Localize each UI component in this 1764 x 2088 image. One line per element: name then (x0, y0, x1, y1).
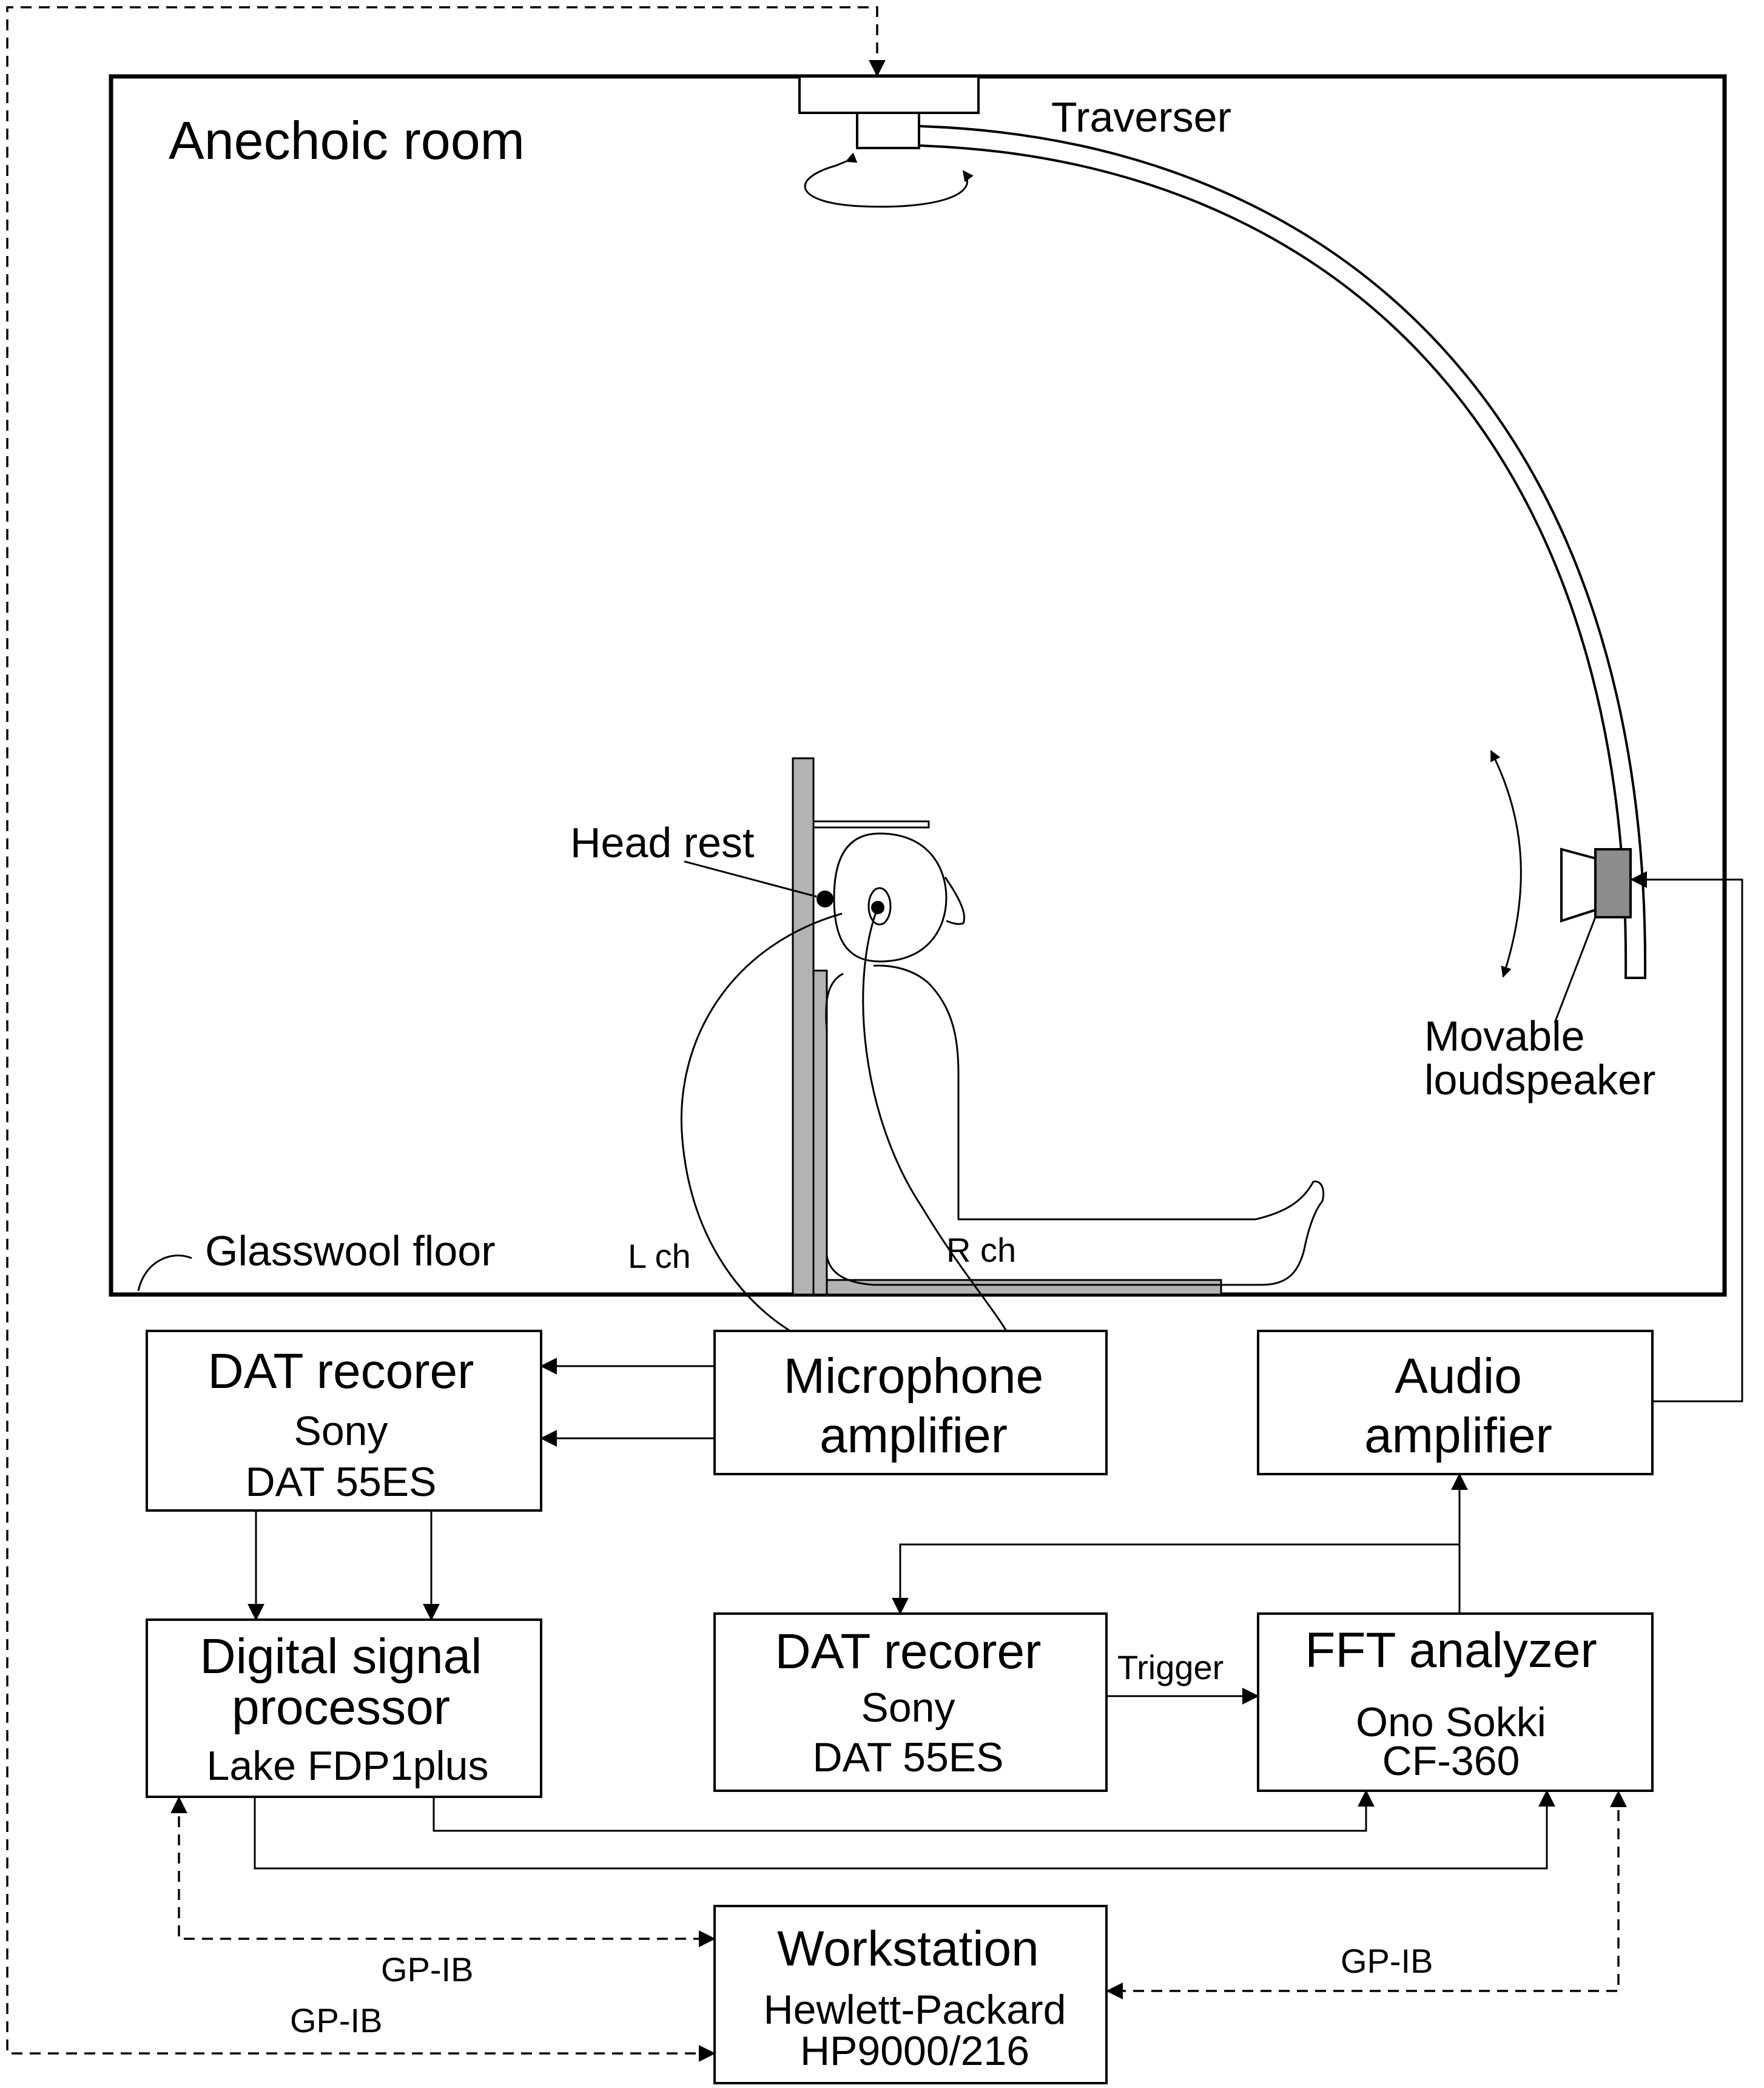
gpib-fft-label: GP-IB (1341, 1942, 1433, 1980)
trigger-label: Trigger (1117, 1648, 1224, 1686)
digital-signal-processor: Digital signal processor Lake FDP1plus (146, 1618, 542, 1798)
l-ch-label: L ch (628, 1237, 691, 1275)
glasswool-floor-leader (137, 1254, 192, 1292)
svg-text:Workstation: Workstation (777, 1921, 1039, 1976)
svg-text:CF-360: CF-360 (1382, 1738, 1520, 1784)
svg-text:amplifier: amplifier (1364, 1408, 1552, 1463)
loudspeaker-label-line2: loudspeaker (1424, 1056, 1655, 1103)
head-rest-point (816, 891, 833, 908)
anechoic-room-label: Anechoic room (169, 110, 525, 170)
gpib-dsp-label: GP-IB (381, 1950, 473, 1989)
r-ch-label: R ch (946, 1231, 1016, 1269)
svg-text:DAT recorer: DAT recorer (208, 1344, 474, 1399)
dat-recorder-1: DAT recorer Sony DAT 55ES (146, 1330, 542, 1512)
seated-subject (825, 832, 1325, 1286)
glasswool-floor-label: Glasswool floor (205, 1227, 496, 1275)
microphone-amplifier: Microphone amplifier (713, 1330, 1108, 1475)
svg-text:processor: processor (232, 1680, 450, 1735)
audio-amplifier: Audio amplifier (1257, 1330, 1654, 1475)
svg-text:Sony: Sony (294, 1408, 388, 1454)
svg-text:amplifier: amplifier (820, 1408, 1008, 1463)
svg-text:DAT recorer: DAT recorer (775, 1624, 1042, 1679)
dsp-to-fft-ch1 (433, 1790, 1375, 1832)
audio-amp-to-speaker (1630, 871, 1743, 1403)
svg-text:DAT 55ES: DAT 55ES (813, 1734, 1004, 1780)
svg-text:Hewlett-Packard: Hewlett-Packard (764, 1987, 1066, 2033)
svg-text:DAT 55ES: DAT 55ES (246, 1459, 437, 1505)
traverser-arc-rail (918, 125, 1647, 979)
traverser (798, 75, 980, 208)
workstation: Workstation Hewlett-Packard HP9000/216 (713, 1905, 1108, 2084)
head-rest-label: Head rest (570, 819, 754, 866)
svg-text:Sony: Sony (861, 1685, 955, 1731)
loudspeaker-label-line1: Movable (1424, 1012, 1585, 1060)
gpib-traverser-label: GP-IB (290, 2001, 382, 2039)
anechoic-room-boundary (109, 74, 1727, 1297)
svg-text:Lake FDP1plus: Lake FDP1plus (207, 1743, 489, 1789)
fft-analyzer: FFT analyzer Ono Sokki CF-360 (1257, 1612, 1654, 1792)
svg-text:Microphone: Microphone (784, 1349, 1043, 1404)
gpib-dsp-workstation (170, 1796, 716, 1947)
svg-text:Ono Sokki: Ono Sokki (1356, 1699, 1546, 1745)
svg-text:HP9000/216: HP9000/216 (800, 2028, 1029, 2074)
svg-text:Audio: Audio (1395, 1349, 1522, 1404)
svg-text:Digital signal: Digital signal (200, 1629, 482, 1684)
fft-to-dat2 (892, 1543, 1459, 1615)
gpib-traverser-workstation (6, 6, 886, 2062)
svg-text:FFT analyzer: FFT analyzer (1305, 1623, 1597, 1678)
speaker-movement-arrow (1490, 750, 1522, 978)
traverser-label: Traverser (1051, 93, 1231, 141)
dat-recorder-2: DAT recorer Sony DAT 55ES (713, 1612, 1108, 1792)
movable-loudspeaker (1554, 847, 1632, 1023)
